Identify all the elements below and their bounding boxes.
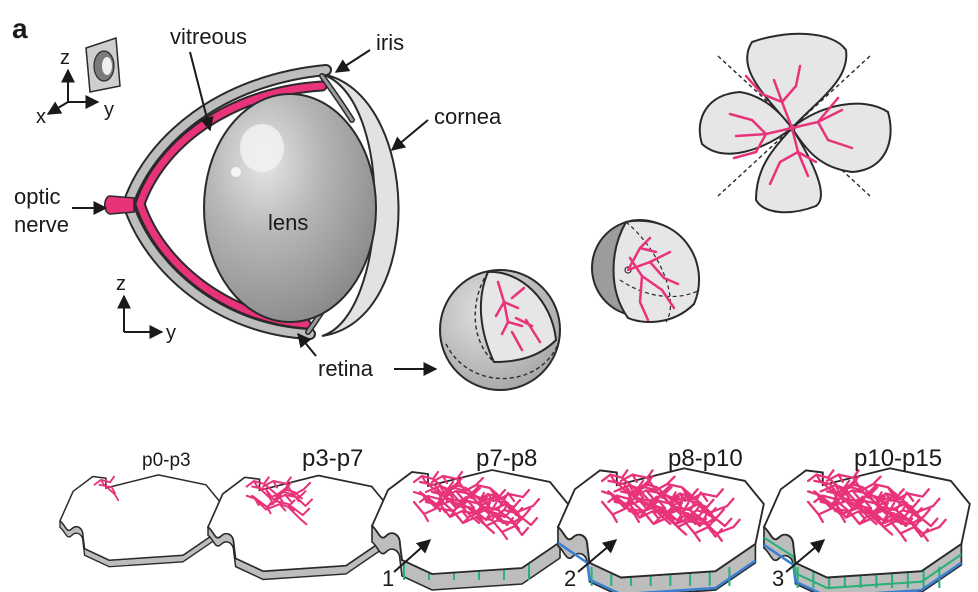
axis-z-label-top: z (60, 47, 70, 69)
stage-label-3: p8-p10 (668, 445, 743, 472)
retina-label: retina (318, 356, 374, 381)
iris-label: iris (376, 30, 404, 55)
marker-3: 3 (772, 566, 784, 591)
stage-label-4: p10-p15 (854, 445, 942, 472)
cornea-label: cornea (434, 104, 502, 129)
cornea-arrow (392, 120, 428, 150)
vitreous-label: vitreous (170, 24, 247, 49)
axes-bottom: z y (116, 273, 176, 344)
optic-nerve-label-line1: optic (14, 184, 60, 209)
axis-z-label-bottom: z (116, 273, 126, 295)
eye-cross-section (105, 70, 399, 336)
iris-arrow (336, 50, 370, 72)
flat-mount-retina (700, 34, 891, 212)
retinal-wedge-2 (372, 470, 568, 590)
retinal-wedge-0 (60, 475, 221, 567)
retinal-wedge-1 (208, 476, 388, 580)
stage-label-0: p0-p3 (142, 450, 191, 471)
optic-nerve-label-line2: nerve (14, 212, 69, 237)
axis-y-label-bottom: y (166, 322, 176, 344)
lens-shape (204, 94, 376, 322)
retinal-wedge-4 (764, 468, 970, 592)
axis-x-label-top: x (36, 106, 46, 128)
retina-cup-side (440, 270, 560, 390)
eye-orientation-icon (86, 38, 120, 92)
stage-label-2: p7-p8 (476, 445, 537, 472)
panel-label: a (12, 13, 28, 44)
axis-y-label-top: y (104, 99, 114, 121)
retina-cup-front (592, 220, 700, 322)
retinal-wedge-series (60, 468, 970, 592)
optic-nerve-shape (105, 196, 134, 214)
retinal-wedge-3 (558, 468, 764, 592)
marker-2: 2 (564, 566, 576, 591)
marker-1: 1 (382, 566, 394, 591)
stage-label-1: p3-p7 (302, 445, 363, 472)
lens-label: lens (268, 210, 308, 235)
